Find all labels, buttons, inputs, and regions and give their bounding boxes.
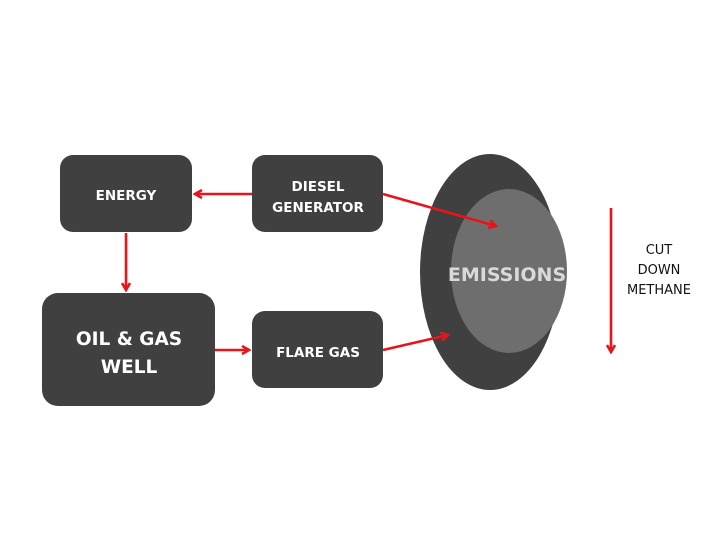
diesel-label-line2: GENERATOR [272, 200, 364, 216]
energy-node: ENERGY [60, 155, 192, 232]
diesel-label-line1: DIESEL [292, 179, 345, 195]
flare-gas-node: FLARE GAS [252, 311, 383, 388]
energy-label: ENERGY [96, 188, 157, 204]
oil-gas-well-node: OIL & GAS WELL [42, 293, 215, 406]
side-note-line1: CUT [646, 243, 673, 258]
flare-gas-label: FLARE GAS [276, 345, 360, 361]
diesel-generator-node: DIESEL GENERATOR [252, 155, 383, 232]
well-label-line2: WELL [101, 357, 158, 378]
arrow-flare-to-emissions [382, 335, 448, 352]
emissions-inner-ellipse [451, 189, 567, 353]
emissions-label: EMISSIONS [448, 264, 566, 286]
well-label-line1: OIL & GAS [76, 329, 182, 350]
arrow-diesel-to-emissions [382, 192, 496, 226]
side-note-line2: DOWN [638, 263, 681, 278]
side-note-line3: METHANE [627, 283, 691, 298]
